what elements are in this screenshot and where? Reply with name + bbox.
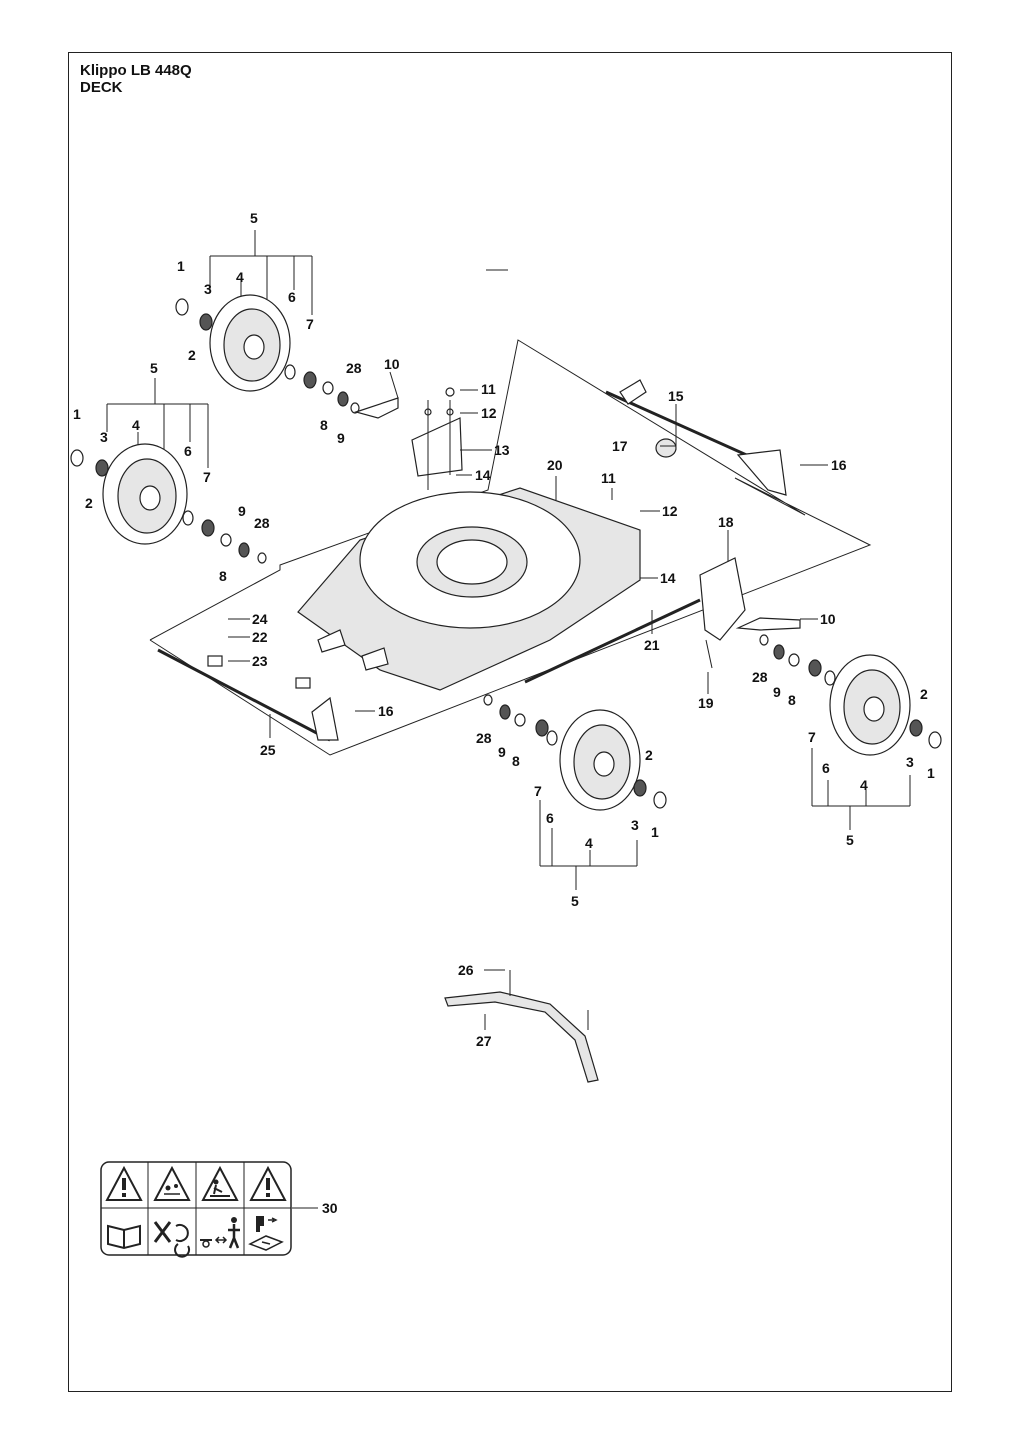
callout-3: 3 <box>204 281 212 297</box>
callout-12: 12 <box>662 503 678 519</box>
callout-17: 17 <box>612 438 628 454</box>
front-axle-rod <box>157 648 331 742</box>
callout-5: 5 <box>571 893 579 909</box>
callout-2: 2 <box>188 347 196 363</box>
callout-8: 8 <box>320 417 328 433</box>
callout-9: 9 <box>498 744 506 760</box>
callout-30: 30 <box>322 1200 338 1216</box>
wheel-assembly-left <box>70 378 267 564</box>
callout-9: 9 <box>773 684 781 700</box>
callout-25: 25 <box>260 742 276 758</box>
deck-assembly-outline <box>149 339 872 756</box>
thrown-objects-warning-icon <box>153 1165 191 1201</box>
callout-13: 13 <box>494 442 510 458</box>
callout-26: 26 <box>458 962 474 978</box>
callout-18: 18 <box>718 514 734 530</box>
callout-11: 11 <box>481 381 496 397</box>
callout-4: 4 <box>132 417 140 433</box>
warning-decal <box>100 1161 292 1258</box>
rear-height-adjust-plate <box>699 557 746 641</box>
callout-5: 5 <box>846 832 854 848</box>
callout-1: 1 <box>651 824 659 840</box>
callout-7: 7 <box>203 469 211 485</box>
callout-9: 9 <box>238 503 246 519</box>
warning-icon <box>105 1165 143 1201</box>
callout-3: 3 <box>100 429 108 445</box>
callout-9: 9 <box>337 430 345 446</box>
model-title: Klippo LB 448Q <box>80 62 192 79</box>
disconnect-before-service-icon <box>248 1216 284 1251</box>
callout-2: 2 <box>85 495 93 511</box>
callout-10: 10 <box>820 611 836 627</box>
callout-1: 1 <box>927 765 935 781</box>
bearing <box>199 313 213 331</box>
no-hands-near-blade-icon <box>153 1221 191 1258</box>
title-block: Klippo LB 448Q DECK <box>80 62 192 96</box>
wheel-assembly-rear-right <box>759 634 942 830</box>
callout-7: 7 <box>534 783 542 799</box>
callout-2: 2 <box>920 686 928 702</box>
callout-6: 6 <box>822 760 830 776</box>
callout-22: 22 <box>252 629 268 645</box>
callout-28: 28 <box>346 360 362 376</box>
callout-10: 10 <box>384 356 400 372</box>
height-adjust-bracket <box>411 417 463 477</box>
rotating-blade-warning-icon <box>201 1165 239 1201</box>
callout-6: 6 <box>546 810 554 826</box>
callout-27: 27 <box>476 1033 492 1049</box>
callout-5: 5 <box>150 360 158 376</box>
callout-16: 16 <box>378 703 394 719</box>
wheel-assembly-top-left <box>175 230 360 414</box>
callout-1: 1 <box>177 258 185 274</box>
callout-6: 6 <box>288 289 296 305</box>
wheel-assembly-front-center <box>483 694 667 890</box>
callout-15: 15 <box>668 388 684 404</box>
callout-5: 5 <box>250 210 258 226</box>
callout-14: 14 <box>660 570 676 586</box>
section-title: DECK <box>80 79 123 96</box>
callout-21: 21 <box>644 637 660 653</box>
callout-12: 12 <box>481 405 497 421</box>
callout-16: 16 <box>831 457 847 473</box>
callout-4: 4 <box>860 777 868 793</box>
callout-3: 3 <box>906 754 914 770</box>
callout-19: 19 <box>698 695 714 711</box>
rear-flap <box>444 991 599 1083</box>
retaining-ring <box>175 298 189 316</box>
keep-distance-icon <box>200 1217 240 1249</box>
callout-1: 1 <box>73 406 81 422</box>
drawing-frame <box>68 52 952 1392</box>
callout-11: 11 <box>601 470 616 486</box>
callout-3: 3 <box>631 817 639 833</box>
callout-8: 8 <box>512 753 520 769</box>
callout-28: 28 <box>254 515 270 531</box>
handle-knob <box>655 438 677 458</box>
rear-axle-rod <box>524 598 701 684</box>
callout-14: 14 <box>475 467 491 483</box>
callout-4: 4 <box>585 835 593 851</box>
callout-7: 7 <box>808 729 816 745</box>
callout-28: 28 <box>752 669 768 685</box>
callout-4: 4 <box>236 269 244 285</box>
warning-icon <box>249 1165 287 1201</box>
callout-labels: 5 1 3 4 6 7 2 28 10 8 9 5 1 3 4 6 7 2 9 … <box>73 210 935 1216</box>
callout-8: 8 <box>788 692 796 708</box>
read-manual-icon <box>107 1224 141 1250</box>
callout-24: 24 <box>252 611 268 627</box>
leader-lines <box>228 269 828 1209</box>
callout-7: 7 <box>306 316 314 332</box>
callout-6: 6 <box>184 443 192 459</box>
callout-8: 8 <box>219 568 227 584</box>
mower-deck-housing <box>297 487 641 691</box>
callout-28: 28 <box>476 730 492 746</box>
callout-23: 23 <box>252 653 268 669</box>
callout-20: 20 <box>547 457 563 473</box>
callout-2: 2 <box>645 747 653 763</box>
height-adjust-lever <box>353 397 399 419</box>
